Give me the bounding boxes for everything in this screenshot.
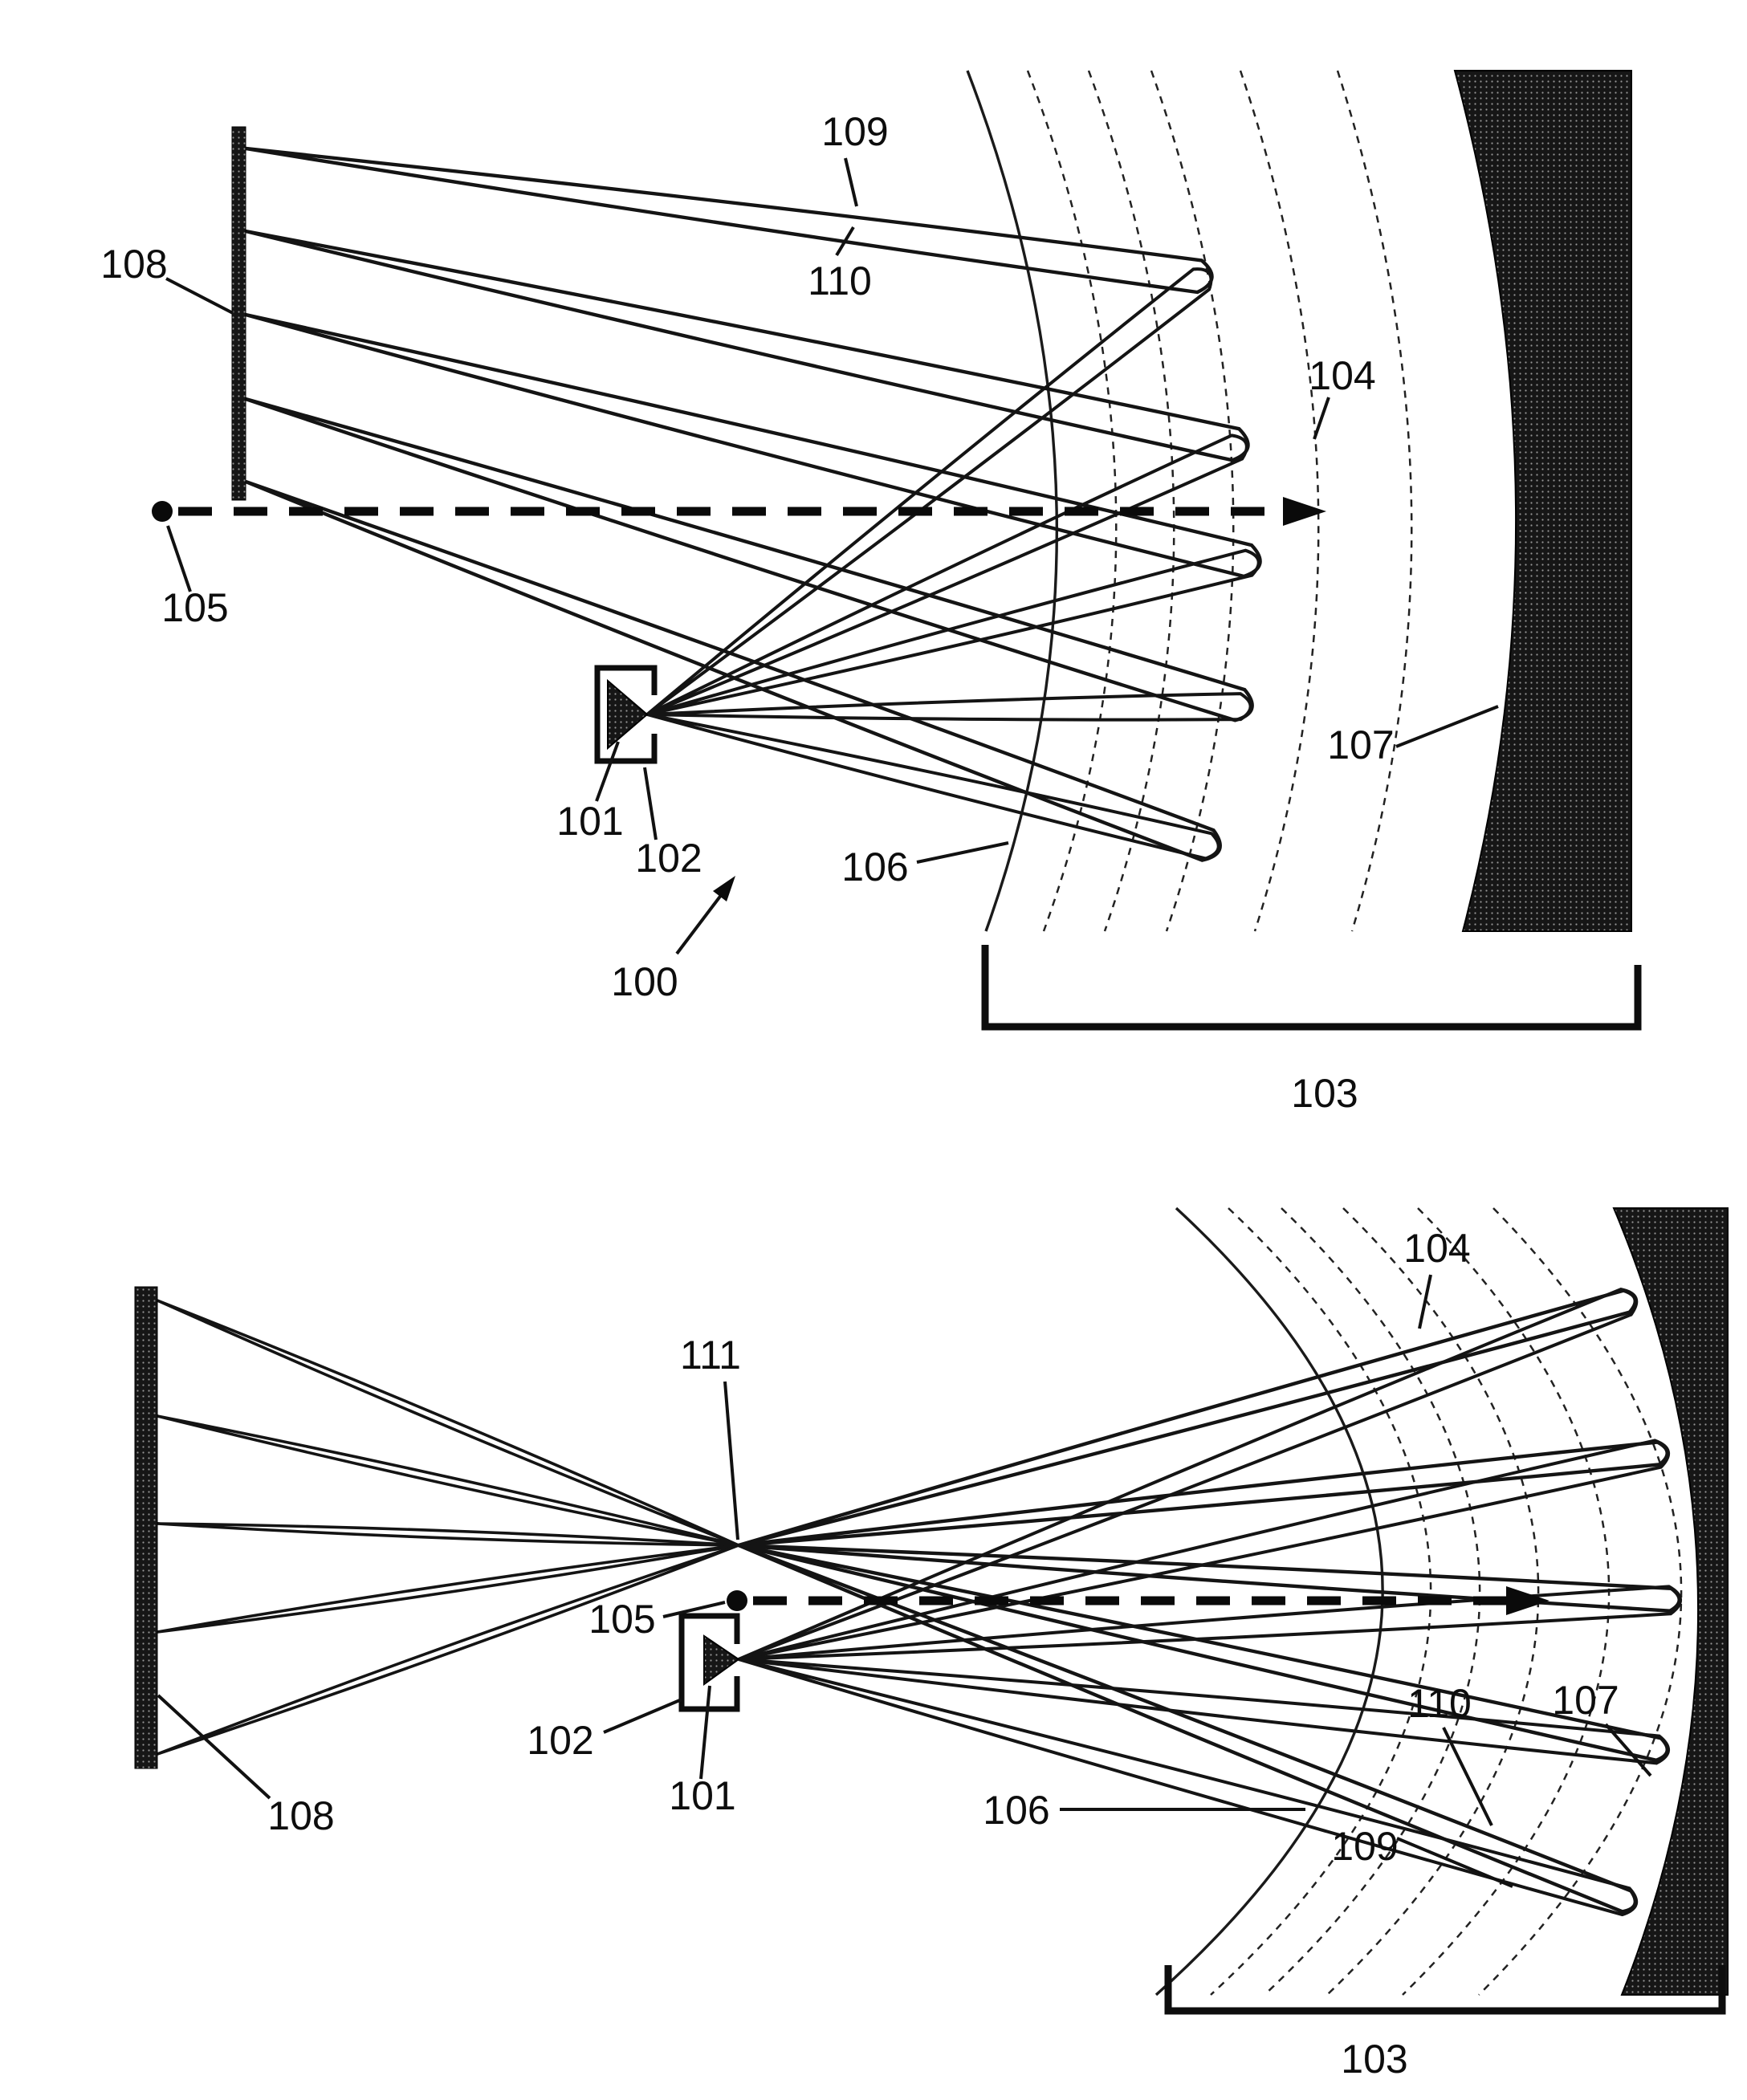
ref-104-top: 104 (1309, 353, 1375, 398)
ref-105-top: 105 (161, 585, 228, 630)
depth-arc-dashed-bottom-4 (1402, 1207, 1611, 1996)
depth-arcs-top (966, 70, 1413, 932)
ref-110-bottom: 110 (1407, 1681, 1472, 1726)
transducer-housing-bottom (678, 1613, 740, 1712)
leader-109-bottom (1396, 1837, 1513, 1888)
leader-105-top (166, 525, 192, 592)
ref-102-bottom: 102 (527, 1718, 593, 1763)
depth-arc-dashed-top-4 (1239, 70, 1320, 932)
transducer-petals-top (645, 267, 1260, 861)
ref-108-bottom: 108 (267, 1793, 334, 1838)
array-beam-top-1 (245, 146, 1214, 295)
depth-arc-dashed-top-5 (1336, 70, 1413, 932)
axis-arrowhead-bottom (1506, 1586, 1549, 1615)
leader-110-top (835, 226, 855, 257)
leader-106-top (916, 841, 1009, 864)
tissue-boundary-band-bottom (1612, 1207, 1729, 1996)
array-beam-out-bottom-4 (738, 1440, 1669, 1548)
ref-107-bottom: 107 (1552, 1678, 1619, 1723)
depth-arc-dashed-top-3 (1150, 70, 1235, 932)
region-bracket-bottom (1164, 1965, 1726, 2015)
transducer-petal-bottom-5 (738, 1658, 1639, 1917)
boundary-crescent-bottom (1612, 1207, 1729, 1996)
transducer-petal-top-4 (646, 692, 1252, 722)
boundary-crescent-top (1453, 70, 1632, 932)
leader-108-bottom (157, 1694, 271, 1800)
axis-origin-dot-top (152, 501, 173, 522)
transducer-petal-top-2 (646, 433, 1248, 716)
leader-111-bottom (723, 1381, 739, 1540)
tissue-boundary-band-top (1453, 70, 1632, 932)
ref-103-top: 103 (1291, 1071, 1358, 1116)
ref-111-bottom: 111 (680, 1333, 741, 1378)
leader-101-bottom (699, 1685, 711, 1780)
figure-top: 109 110 108 104 105 101 102 106 107 100 … (100, 70, 1642, 1116)
ref-103-bottom: 103 (1341, 2037, 1407, 2082)
ref-106-top: 106 (841, 844, 908, 889)
leader-105-bottom (662, 1601, 726, 1618)
array-beam-top-3 (245, 312, 1262, 579)
leader-107-top (1395, 705, 1499, 748)
system-arrowhead-icon (713, 876, 735, 901)
array-beam-in-bottom-5 (157, 1544, 739, 1756)
leader-107-bottom (1604, 1723, 1652, 1777)
axis-origin-dot-bottom (727, 1590, 747, 1611)
axis-arrowhead-top (1283, 497, 1326, 526)
transducer-petals-bottom (738, 1288, 1683, 1917)
array-beams-top (245, 146, 1262, 862)
ref-102-top: 102 (635, 836, 702, 881)
leader-102-top (643, 767, 658, 840)
array-beam-in-bottom-1 (157, 1299, 739, 1547)
leader-110-bottom (1442, 1727, 1493, 1826)
array-bar-bottom (134, 1286, 158, 1769)
ref-110-top: 110 (808, 258, 872, 303)
leader-101-top (595, 741, 620, 802)
region-bracket-top (981, 945, 1642, 1031)
leader-109-top (844, 157, 858, 207)
ref-106-bottom: 106 (983, 1788, 1049, 1833)
transducer-petal-top-3 (646, 548, 1260, 716)
transducer-petal-bottom-3 (738, 1585, 1683, 1661)
leader-104-top (1313, 397, 1330, 440)
transducer-petal-bottom-4 (738, 1658, 1671, 1765)
ref-100-top: 100 (611, 959, 678, 1004)
transducer-element-triangle-bottom (703, 1634, 740, 1686)
ref-109-bottom: 109 (1331, 1824, 1398, 1869)
depth-arc-dashed-bottom-3 (1326, 1207, 1540, 1996)
depth-arc-dashed-top-2 (1087, 70, 1175, 932)
array-bar-top (231, 126, 246, 501)
ref-105-bottom: 105 (588, 1597, 655, 1642)
transducer-element-triangle-top (607, 678, 649, 751)
focal-arc-solid-top (966, 70, 1059, 932)
transducer-petal-bottom-1 (738, 1288, 1639, 1661)
ref-104-bottom: 104 (1403, 1226, 1470, 1271)
transducer-housing-top (594, 665, 658, 764)
leader-108-top (165, 277, 234, 315)
transducer-petal-top-1 (645, 267, 1213, 716)
ref-101-top: 101 (556, 799, 623, 844)
ref-101-bottom: 101 (669, 1773, 735, 1818)
transducer-petal-top-5 (646, 713, 1220, 861)
transducer-petal-bottom-2 (738, 1439, 1670, 1661)
figure-bottom: 104 111 105 102 101 108 107 110 106 109 … (134, 1207, 1729, 2082)
leader-104-bottom (1418, 1274, 1432, 1329)
ref-107-top: 107 (1327, 722, 1394, 767)
ref-108-top: 108 (100, 242, 167, 287)
ref-109-top: 109 (821, 109, 888, 154)
leader-102-bottom (603, 1698, 682, 1734)
